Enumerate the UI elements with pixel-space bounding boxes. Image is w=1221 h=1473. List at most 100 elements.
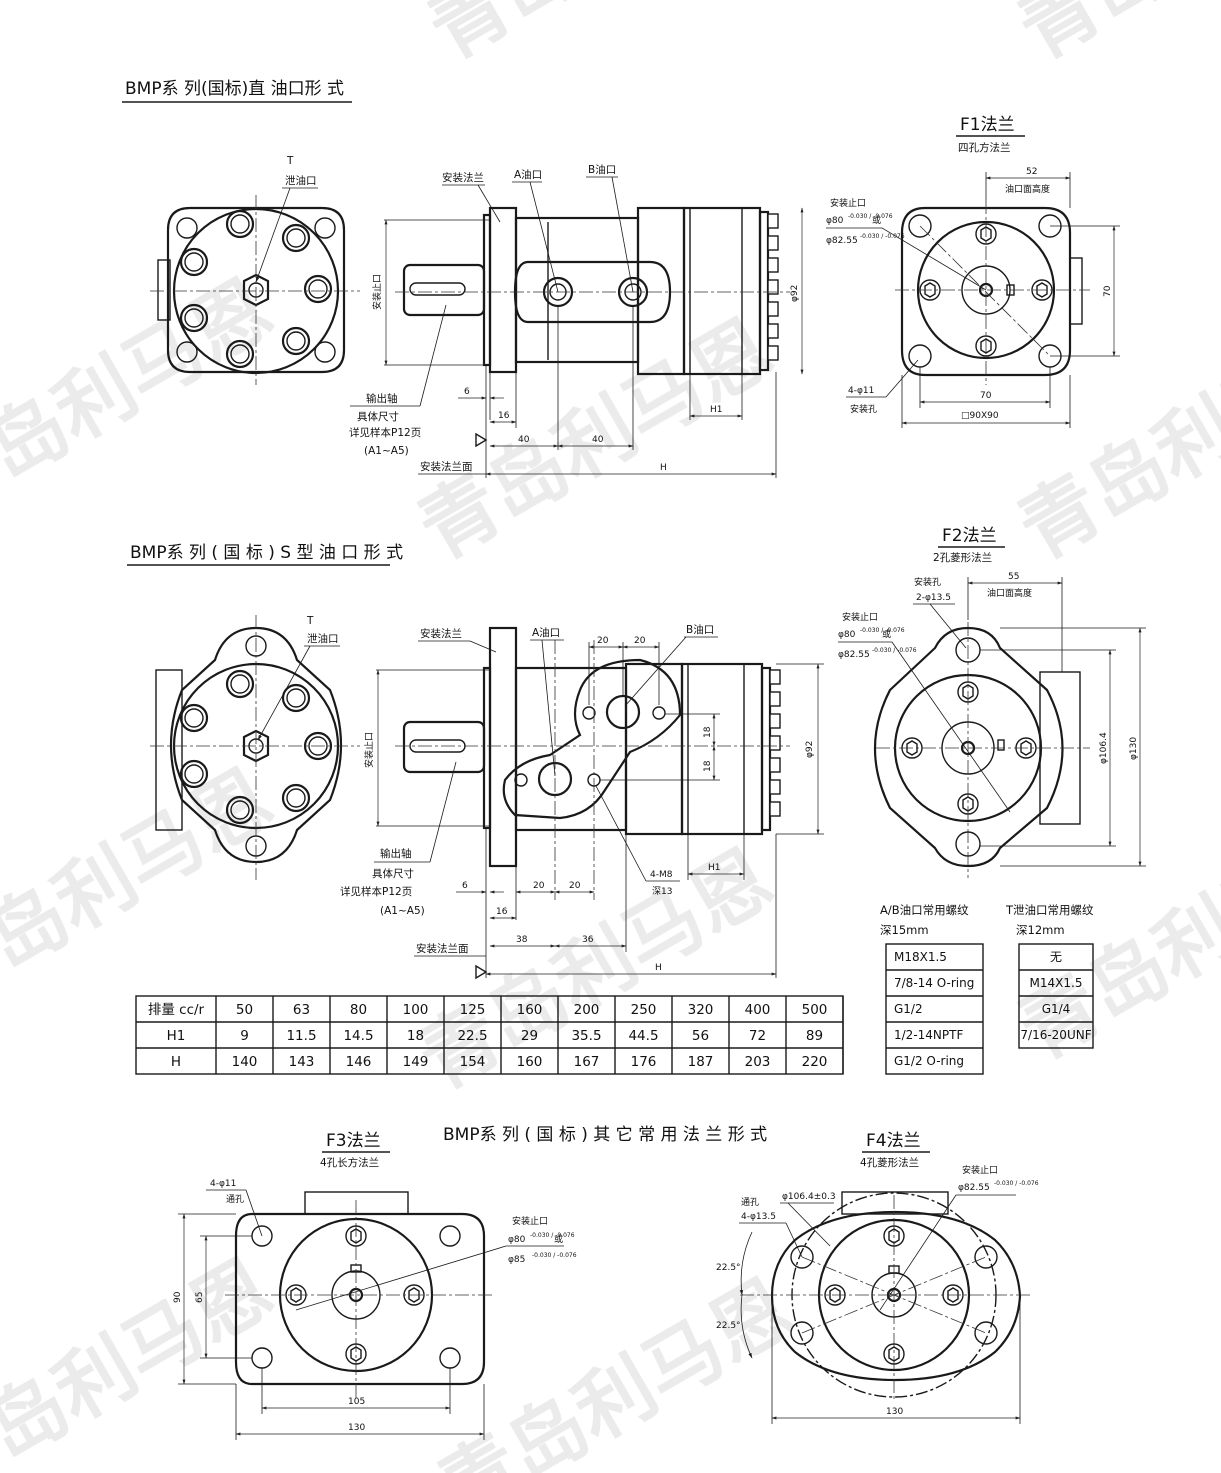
f2-dim-130: φ130 — [1129, 737, 1139, 760]
thread-item: 7/16-20UNF — [1020, 1028, 1091, 1042]
s-dim-20b: 20 — [634, 636, 646, 646]
f1-or: 或 — [872, 214, 881, 226]
t-port-label: T — [286, 155, 294, 167]
f3-spigot-1-tol: -0.030 / -0.076 — [530, 1232, 575, 1239]
table-cell-h1: 44.5 — [628, 1028, 658, 1044]
output-shaft-label: 输出轴 — [366, 392, 398, 405]
f2-port-height: 油口面高度 — [987, 587, 1032, 599]
f3-dim-105: 105 — [348, 1397, 365, 1407]
f3-holes-label: 通孔 — [226, 1194, 244, 1205]
s-dim-20c: 20 — [533, 881, 545, 891]
table-cell-displacement: 125 — [460, 1002, 486, 1018]
f2-spigot-1: φ80 — [838, 630, 856, 640]
f3-title: F3法兰 — [326, 1131, 381, 1151]
table-row-label-h: H — [171, 1054, 181, 1070]
table-cell-displacement: 80 — [350, 1002, 367, 1018]
front-view-s-port — [150, 615, 360, 880]
t-port-name: 泄油口 — [285, 174, 317, 187]
thread-item: 1/2-14NPTF — [894, 1028, 963, 1042]
table-row-label-h1: H1 — [167, 1028, 186, 1044]
f1-holes-label: 安装孔 — [850, 403, 877, 415]
f4-dim-130: 130 — [886, 1407, 903, 1417]
f1-dim-70-v: 70 — [1103, 285, 1113, 297]
ab-threads-title: A/B油口常用螺纹 — [880, 903, 969, 917]
table-cell-displacement: 200 — [574, 1002, 600, 1018]
s-see-sample: 详见样本P12页 — [340, 885, 412, 898]
watermark: 青岛利马恩 — [1005, 304, 1221, 577]
f3-dim-90: 90 — [173, 1291, 183, 1303]
s-output-shaft-label: 输出轴 — [380, 847, 412, 860]
f2-dim-106: φ106.4 — [1099, 732, 1109, 764]
table-cell-h: 187 — [688, 1054, 714, 1070]
s-mount-spigot-label: 安装止口 — [363, 732, 375, 768]
f4-angle-2: 22.5° — [716, 1321, 741, 1331]
s-depth: 深13 — [652, 886, 672, 897]
s-b-port-label: B油口 — [686, 623, 714, 636]
thread-item: G1/2 — [894, 1002, 923, 1016]
table-cell-displacement: 160 — [517, 1002, 543, 1018]
dim-40b: 40 — [592, 435, 604, 445]
s-a-port-label: A油口 — [532, 626, 560, 639]
watermark: 青岛利马恩 — [415, 0, 798, 76]
table-cell-displacement: 250 — [631, 1002, 657, 1018]
f4-spigot-label: 安装止口 — [962, 1164, 998, 1176]
f4-angle-1: 22.5° — [716, 1263, 741, 1273]
table-cell-displacement: 320 — [688, 1002, 714, 1018]
f1-spigot-1: φ80 — [826, 216, 844, 226]
s-dim-36: 36 — [582, 935, 594, 945]
flange-f1 — [895, 200, 1090, 385]
table-cell-h: 176 — [631, 1054, 657, 1070]
s-dim-20a: 20 — [597, 636, 609, 646]
f3-dim-130: 130 — [348, 1423, 365, 1433]
table-cell-h: 167 — [574, 1054, 600, 1070]
table-cell-h1: 11.5 — [286, 1028, 316, 1044]
thread-item: M18X1.5 — [894, 950, 947, 964]
table-cell-h1: 35.5 — [571, 1028, 601, 1044]
table-cell-h1: 14.5 — [343, 1028, 373, 1044]
table-cell-h: 146 — [346, 1054, 372, 1070]
f3-spigot-2-tol: -0.030 / -0.076 — [532, 1252, 577, 1259]
watermark: 青岛利马恩 — [1005, 0, 1221, 76]
watermark: 青岛利马恩 — [0, 754, 287, 1027]
f2-holes: 2-φ13.5 — [916, 593, 951, 603]
f4-through: 通孔 — [741, 1197, 759, 1208]
thread-item: G1/2 O-ring — [894, 1054, 964, 1068]
b-port-label: B油口 — [588, 163, 616, 176]
a-port-label: A油口 — [514, 168, 542, 181]
see-sample: 详见样本P12页 — [349, 426, 421, 439]
f1-title: F1法兰 — [960, 115, 1015, 135]
f3-holes: 4-φ11 — [210, 1179, 236, 1189]
shaft-code: (A1~A5) — [364, 445, 409, 457]
table-cell-h: 203 — [745, 1054, 771, 1070]
s-dim-h: H — [655, 963, 662, 973]
mount-spigot-label: 安装止口 — [371, 274, 383, 310]
size-detail: 具体尺寸 — [357, 410, 399, 423]
flange-f2 — [873, 622, 1090, 878]
f4-spigot-1: φ82.55 — [958, 1183, 990, 1193]
f3-or: 或 — [554, 1233, 563, 1245]
side-view-s-port — [395, 626, 790, 900]
table-cell-h1: 18 — [407, 1028, 424, 1044]
f1-dim-52: 52 — [1026, 167, 1037, 177]
f1-holes: 4-φ11 — [848, 386, 874, 396]
s-t-port-label: T — [306, 615, 314, 627]
table-cell-h: 149 — [403, 1054, 429, 1070]
dim-40a: 40 — [518, 435, 530, 445]
f1-subtitle: 四孔方法兰 — [958, 141, 1011, 154]
front-view-straight-port — [150, 195, 360, 385]
f4-subtitle: 4孔菱形法兰 — [860, 1156, 919, 1169]
watermark: 青岛利马恩 — [0, 264, 287, 537]
f2-or: 或 — [882, 628, 891, 640]
table-cell-h: 154 — [460, 1054, 486, 1070]
table-cell-displacement: 63 — [293, 1002, 310, 1018]
s-size-detail: 具体尺寸 — [372, 867, 414, 880]
section1-title: BMP系 列(国标)直 油口形 式 — [125, 79, 344, 99]
side-view-straight-port — [395, 206, 790, 376]
f2-holes-label: 安装孔 — [914, 576, 941, 588]
table-cell-displacement: 50 — [236, 1002, 253, 1018]
thread-item: M14X1.5 — [1030, 976, 1083, 990]
table-cell-displacement: 100 — [403, 1002, 429, 1018]
dim-92: φ92 — [790, 285, 800, 302]
